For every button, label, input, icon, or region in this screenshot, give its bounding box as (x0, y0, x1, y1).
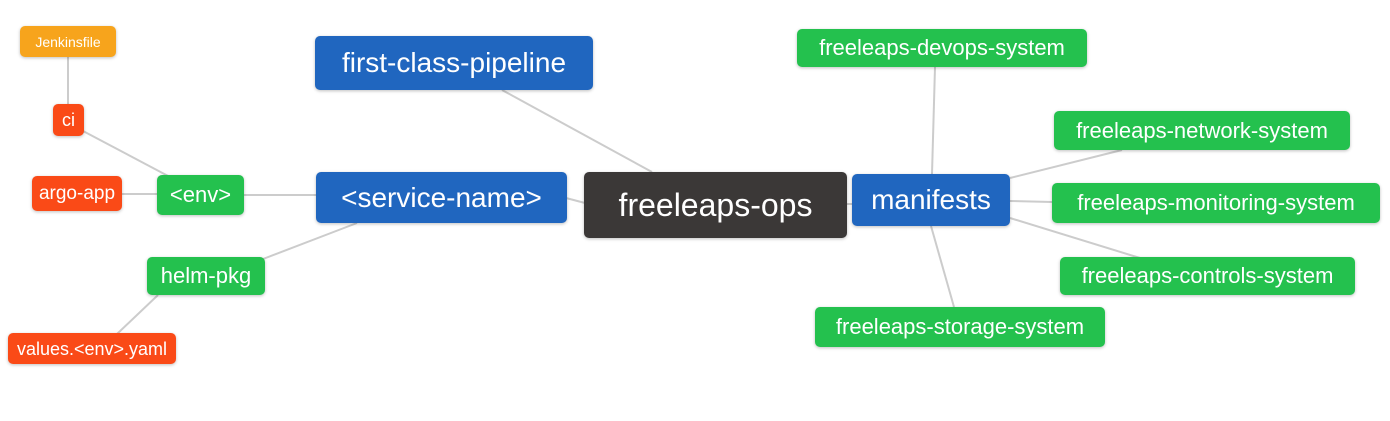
node-env[interactable]: <env> (157, 175, 244, 215)
node-freeleaps-controls-system[interactable]: freeleaps-controls-system (1060, 257, 1355, 295)
edge-manifests-freeleaps-network-system (1009, 149, 1123, 179)
node-freeleaps-ops[interactable]: freeleaps-ops (584, 172, 847, 238)
node-service-name[interactable]: <service-name> (316, 172, 567, 223)
node-jenkinsfile[interactable]: Jenkinsfile (20, 26, 116, 57)
node-argo-app[interactable]: argo-app (32, 176, 122, 211)
edge-ci-env (82, 130, 171, 178)
node-ci[interactable]: ci (53, 104, 84, 136)
edge-manifests-freeleaps-monitoring-system (1009, 200, 1053, 203)
edge-manifests-freeleaps-storage-system (930, 225, 955, 308)
node-values-env-yaml[interactable]: values.<env>.yaml (8, 333, 176, 364)
edge-service-name-helm-pkg (262, 222, 358, 260)
node-freeleaps-monitoring-system[interactable]: freeleaps-monitoring-system (1052, 183, 1380, 223)
node-freeleaps-devops-system[interactable]: freeleaps-devops-system (797, 29, 1087, 67)
edge-first-class-pipeline-freeleaps-ops (501, 89, 653, 173)
node-freeleaps-network-system[interactable]: freeleaps-network-system (1054, 111, 1350, 150)
edge-manifests-freeleaps-controls-system (1009, 217, 1141, 259)
node-freeleaps-storage-system[interactable]: freeleaps-storage-system (815, 307, 1105, 347)
node-first-class-pipeline[interactable]: first-class-pipeline (315, 36, 593, 90)
edge-service-name-freeleaps-ops (565, 197, 586, 204)
edge-manifests-freeleaps-devops-system (931, 66, 936, 175)
edge-helm-pkg-values-env-yaml (116, 294, 159, 335)
node-manifests[interactable]: manifests (852, 174, 1010, 226)
node-helm-pkg[interactable]: helm-pkg (147, 257, 265, 295)
